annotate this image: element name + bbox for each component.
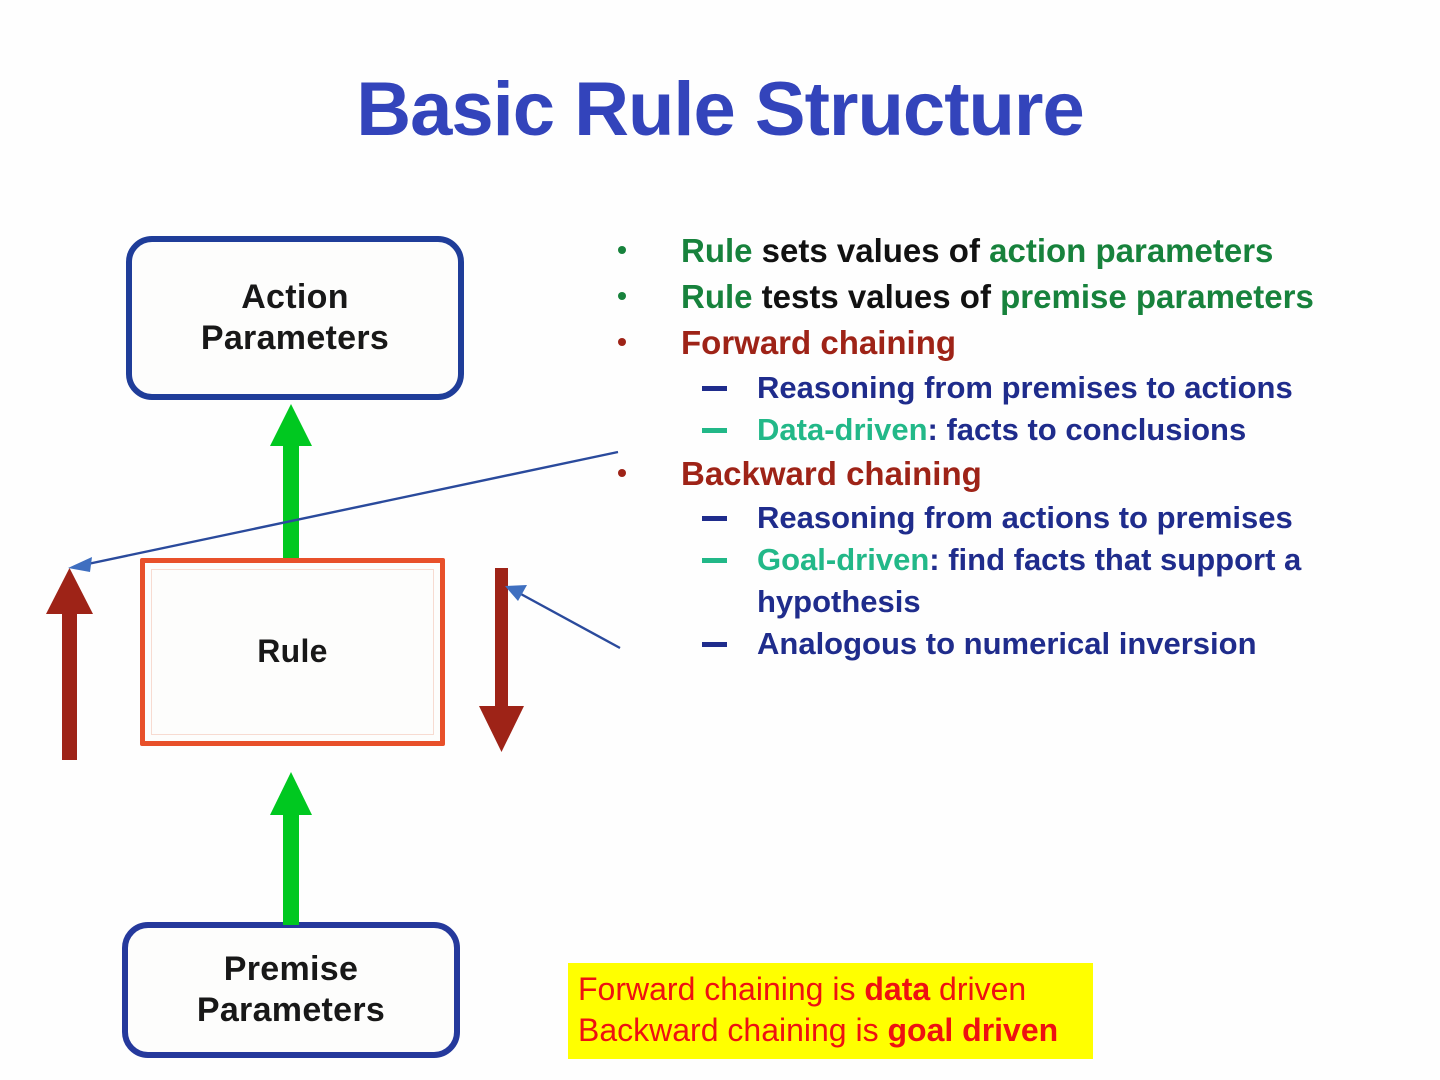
highlight-note: Forward chaining is data driven Backward… <box>568 963 1093 1059</box>
bullet-dot-icon <box>618 246 626 254</box>
node-action-label-line2: Parameters <box>200 319 390 357</box>
bullet-text-run: : facts to conclusions <box>927 411 1247 447</box>
highlight-line1-post: driven <box>930 971 1027 1007</box>
sub-bullet-item: Analogous to numerical inversion <box>605 623 1425 664</box>
node-rule-label: Rule <box>257 633 328 670</box>
highlight-line1-bold: data <box>864 971 931 1007</box>
node-action-label-line1: Action <box>241 277 349 316</box>
bullet-text-run: Forward chaining <box>681 324 957 362</box>
bullet-dash-icon <box>702 558 727 564</box>
bullet-text-run: action parameters <box>989 232 1274 269</box>
node-premise-label-line2: Parameters <box>196 991 386 1029</box>
sub-bullet-item: Reasoning from actions to premises <box>605 497 1425 538</box>
bullet-text-run: premise parameters <box>1000 278 1314 316</box>
bullet-text-run: Analogous to numerical inversion <box>757 625 1257 661</box>
page-title: Basic Rule Structure <box>356 67 1085 152</box>
bullet-dot-icon <box>618 469 626 478</box>
bullet-item: Rule sets values of action parameters <box>605 228 1425 273</box>
bullet-text-run: Rule <box>681 278 753 316</box>
sub-bullet-item: Data-driven: facts to conclusions <box>605 409 1425 450</box>
node-premise-parameters: Premise Parameters <box>122 922 460 1058</box>
bullet-text-run: Rule <box>681 232 753 269</box>
node-rule: Rule <box>140 558 445 746</box>
bullet-dash-icon <box>702 641 727 647</box>
rule-structure-diagram: Action Parameters Rule Premise Parameter… <box>0 0 600 1080</box>
bullet-text-run: Reasoning from premises to actions <box>757 369 1293 405</box>
bullet-item: Rule tests values of premise parameters <box>605 274 1425 319</box>
bullet-item: Forward chaining <box>605 320 1425 365</box>
node-action-parameters: Action Parameters <box>126 236 464 400</box>
bullet-dash-icon <box>702 385 727 391</box>
sub-bullet-item: Goal-driven: find facts that support a h… <box>605 539 1425 621</box>
bullet-text-run: Reasoning from actions to premises <box>757 500 1293 536</box>
bullet-text-run: Backward chaining <box>681 455 982 493</box>
bullet-text-run: Goal-driven <box>757 542 930 578</box>
highlight-line-2: Backward chaining is goal driven <box>578 1010 1083 1051</box>
bullet-item: Backward chaining <box>605 451 1425 496</box>
bullet-dot-icon <box>618 292 626 301</box>
highlight-line-1: Forward chaining is data driven <box>578 969 1083 1010</box>
bullet-text-run: tests values of <box>752 278 1001 316</box>
highlight-line2-bold: goal driven <box>887 1011 1059 1048</box>
bullet-dot-icon <box>618 338 626 347</box>
bullet-text-run: Data-driven <box>757 411 928 447</box>
bullet-dash-icon <box>702 516 727 522</box>
bullet-text-run: : find facts that support a hypothesis <box>757 542 1302 619</box>
sub-bullet-item: Reasoning from premises to actions <box>605 367 1425 408</box>
bullet-dash-icon <box>702 427 727 433</box>
highlight-line2-pre: Backward chaining is <box>578 1011 888 1048</box>
node-premise-label-line1: Premise <box>223 949 359 988</box>
bullet-text-run: sets values of <box>752 232 990 269</box>
highlight-line1-pre: Forward chaining is <box>578 971 865 1007</box>
